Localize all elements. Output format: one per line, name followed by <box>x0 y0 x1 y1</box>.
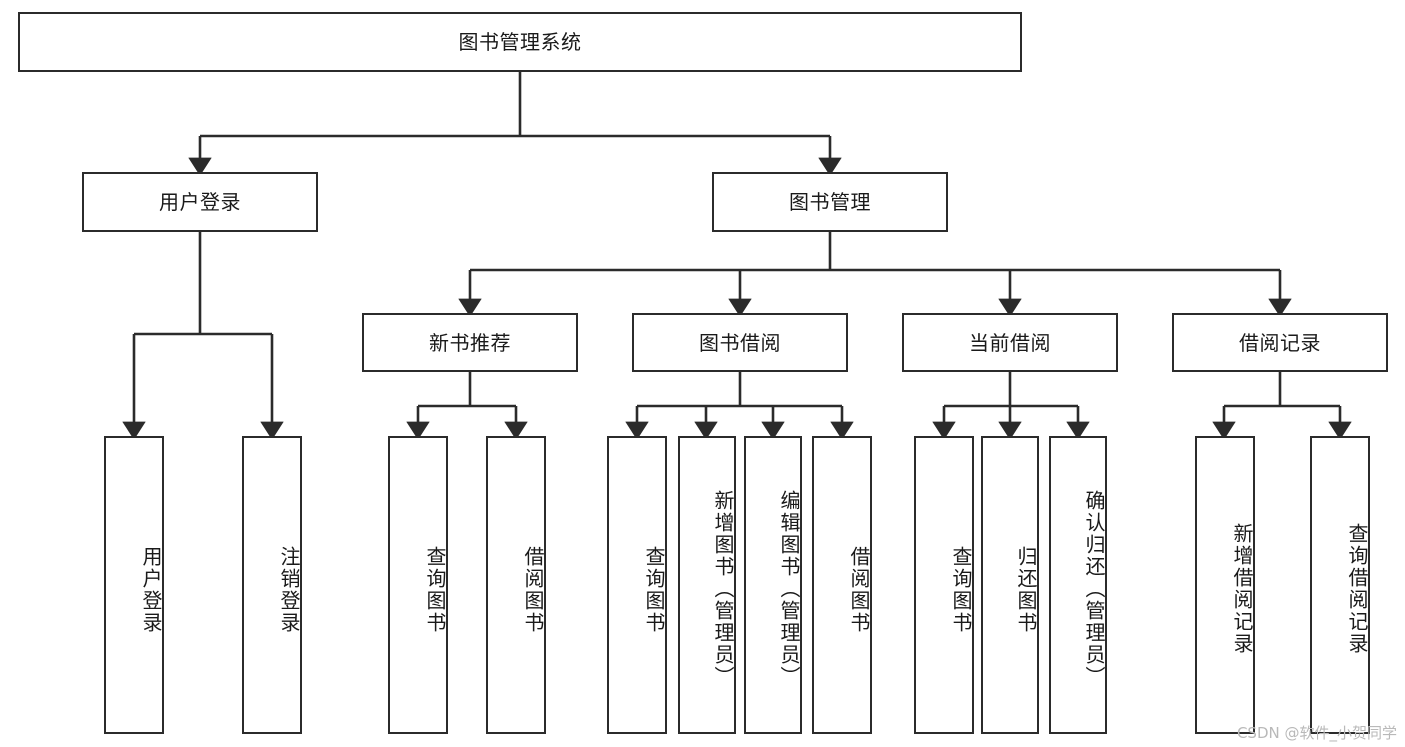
leaf-query-book-current[interactable]: 查询图书 <box>914 436 974 734</box>
node-label: 图书管理 <box>789 190 871 214</box>
node-book-borrow[interactable]: 图书借阅 <box>632 313 848 372</box>
node-label: 图书借阅 <box>699 330 781 355</box>
node-label: 图书管理系统 <box>458 30 582 54</box>
node-label: 借阅图书 <box>521 546 545 634</box>
leaf-confirm-return-admin[interactable]: 确认归还（管理员） <box>1049 436 1107 734</box>
node-label: 查询图书 <box>642 546 666 634</box>
node-book-management[interactable]: 图书管理 <box>712 172 948 232</box>
node-label: 当前借阅 <box>969 330 1051 355</box>
node-label: 查询图书 <box>423 546 447 634</box>
csdn-watermark: CSDN @软件_小贺同学 <box>1236 724 1397 742</box>
node-label: 新增图书（管理员） <box>711 490 735 688</box>
node-label: 归还图书 <box>1014 546 1038 634</box>
leaf-edit-book-admin[interactable]: 编辑图书（管理员） <box>744 436 802 734</box>
node-new-book-recommend[interactable]: 新书推荐 <box>362 313 578 372</box>
node-label: 用户登录 <box>139 546 163 634</box>
node-label: 确认归还（管理员） <box>1082 490 1106 688</box>
node-borrow-record[interactable]: 借阅记录 <box>1172 313 1388 372</box>
leaf-borrow-book-recommend[interactable]: 借阅图书 <box>486 436 546 734</box>
leaf-add-book-admin[interactable]: 新增图书（管理员） <box>678 436 736 734</box>
leaf-query-book-recommend[interactable]: 查询图书 <box>388 436 448 734</box>
node-label: 用户登录 <box>159 190 241 214</box>
node-label: 借阅图书 <box>847 546 871 634</box>
node-label: 新增借阅记录 <box>1230 523 1254 655</box>
leaf-logout[interactable]: 注销登录 <box>242 436 302 734</box>
node-label: 编辑图书（管理员） <box>777 490 801 688</box>
leaf-user-login[interactable]: 用户登录 <box>104 436 164 734</box>
node-label: 查询图书 <box>949 546 973 634</box>
node-label: 查询借阅记录 <box>1345 523 1369 655</box>
node-label: 借阅记录 <box>1239 330 1321 355</box>
node-root-system[interactable]: 图书管理系统 <box>18 12 1022 72</box>
leaf-add-borrow-record[interactable]: 新增借阅记录 <box>1195 436 1255 734</box>
leaf-query-borrow-record[interactable]: 查询借阅记录 <box>1310 436 1370 734</box>
node-label: 注销登录 <box>277 546 301 634</box>
node-user-login[interactable]: 用户登录 <box>82 172 318 232</box>
node-current-borrow[interactable]: 当前借阅 <box>902 313 1118 372</box>
leaf-borrow-book[interactable]: 借阅图书 <box>812 436 872 734</box>
node-label: 新书推荐 <box>429 330 511 355</box>
leaf-return-book[interactable]: 归还图书 <box>981 436 1039 734</box>
leaf-query-book-borrow[interactable]: 查询图书 <box>607 436 667 734</box>
